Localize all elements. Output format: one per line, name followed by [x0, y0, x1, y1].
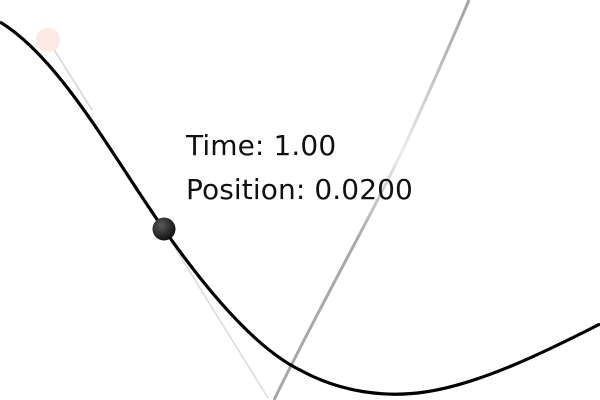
- moving-point[interactable]: [152, 217, 176, 241]
- time-readout: Time: 1.00: [186, 124, 413, 168]
- tangent-line-upper: [47, 39, 93, 111]
- time-label: Time:: [186, 129, 265, 162]
- position-label: Position:: [186, 173, 306, 206]
- time-value: 1.00: [273, 129, 337, 162]
- position-curve: [0, 20, 600, 396]
- position-readout: Position: 0.0200: [186, 168, 413, 212]
- velocity-curve: [272, 0, 471, 400]
- readout-panel: Time: 1.00 Position: 0.0200: [186, 124, 413, 212]
- tangent-line-lower: [163, 229, 269, 399]
- ghost-point: [36, 28, 60, 52]
- position-value: 0.0200: [314, 173, 413, 206]
